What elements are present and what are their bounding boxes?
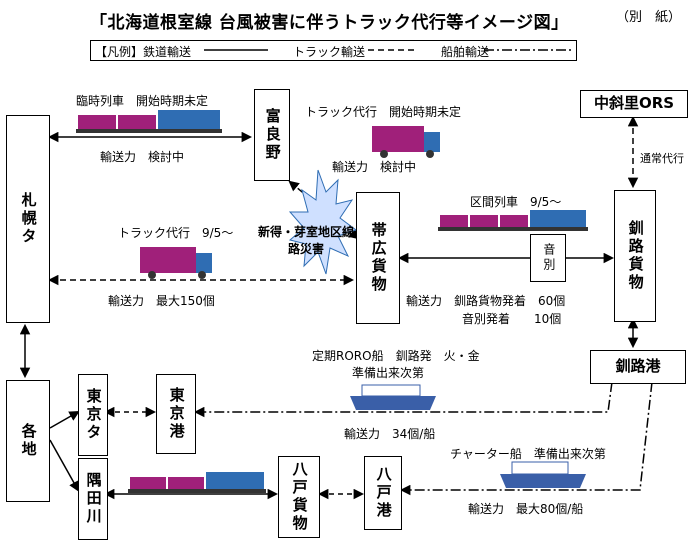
label-tsujo: 通常代行 [640, 152, 684, 165]
node-kakuchi: 各地 [6, 380, 50, 502]
node-hachinohe-port: 八戸港 [364, 456, 402, 530]
freight-train-icon-3 [128, 472, 266, 493]
legend-label: 【凡例】鉄道輸送 [95, 45, 192, 59]
node-onbetsu: 音別 [530, 234, 566, 282]
truck-icon [372, 126, 440, 158]
label-truck2: トラック代行 9/5～ [118, 226, 234, 240]
legend-ship: 船舶輸送 [441, 45, 490, 59]
label-rinji: 臨時列車 開始時期未定 [76, 94, 209, 108]
label-truck1: トラック代行 開始時期未定 [305, 105, 462, 119]
node-furano: 富良野 [254, 89, 290, 181]
label-kushiro-capacity: 輸送力 釧路貨物発着 60個 [406, 294, 566, 308]
disaster-burst [288, 169, 358, 275]
label-disaster: 新得・芽室地区線路災害 [258, 225, 355, 256]
node-tokyo-ta: 東京タ [78, 374, 108, 456]
legend-truck: トラック輸送 [293, 45, 366, 59]
node-hachinohe-cargo: 八戸貨物 [278, 456, 320, 538]
label-roro-capacity: 輸送力 34個/船 [344, 427, 436, 441]
node-obihiro: 帯広貨物 [356, 192, 400, 324]
label-rinji-capacity: 輸送力 検討中 [100, 150, 185, 164]
node-kushiro-port: 釧路港 [590, 350, 686, 384]
label-charter: チャーター船 準備出来次第 [450, 447, 606, 461]
label-roro-ready: 準備出来次第 [352, 366, 425, 380]
node-sumida: 隅田川 [78, 458, 108, 540]
node-sapporo: 札幌タ [6, 115, 50, 323]
roro-ship-icon [350, 384, 436, 410]
label-charter-capacity: 輸送力 最大80個/船 [468, 502, 584, 516]
label-truck2-capacity: 輸送力 最大150個 [108, 294, 215, 308]
node-tokyo-port: 東京港 [156, 374, 196, 454]
page-title: 「北海道根室線 台風被害に伴うトラック代行等イメージ図」 [90, 13, 569, 33]
freight-train-icon [76, 110, 222, 133]
legend: 【凡例】鉄道輸送 トラック輸送 船舶輸送 [90, 40, 577, 61]
charter-ship-icon [500, 461, 586, 488]
freight-train-icon-2 [438, 210, 588, 231]
label-onbetsu-capacity: 音別発着 10個 [462, 312, 562, 326]
truck-icon-2 [140, 247, 212, 279]
label-roro: 定期RORO船 釧路発 火・金 [312, 349, 480, 363]
label-kukan: 区間列車 9/5～ [470, 195, 562, 209]
label-truck1-capacity: 輸送力 検討中 [332, 160, 417, 174]
node-kushiro: 釧路貨物 [614, 190, 656, 322]
attachment-note: （別 紙） [616, 10, 682, 25]
node-nakashari: 中斜里ORS [580, 90, 688, 118]
